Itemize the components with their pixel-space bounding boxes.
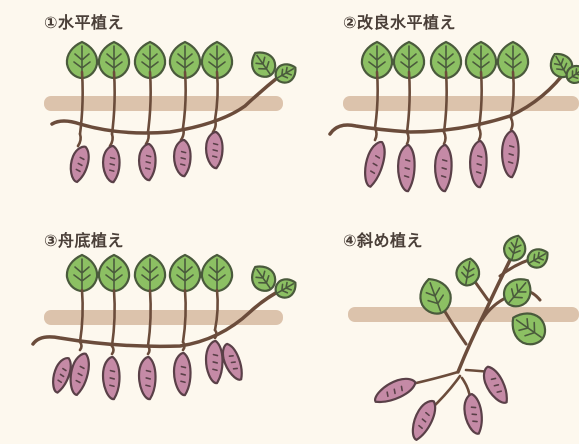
- leaf-boat-1: [67, 255, 97, 291]
- potato-improved-2: [396, 144, 416, 191]
- potato-boat-2: [102, 357, 120, 400]
- potato-horizontal-4: [173, 139, 192, 176]
- potato-stem-horizontal-1: [78, 134, 81, 146]
- root-stem-diagonal-1: [412, 372, 458, 384]
- potato-diagonal-2: [406, 397, 440, 442]
- potato-stem-improved-5: [511, 118, 513, 130]
- potato-stem-boat-4: [183, 342, 185, 350]
- potato-stem-boat-5: [215, 330, 217, 338]
- leaf-horizontal-tip-2: [272, 60, 300, 86]
- soil-band-diagonal: [348, 307, 579, 322]
- potato-stem-boat-3: [148, 346, 150, 354]
- potato-stem-improved-1: [375, 128, 377, 140]
- potato-improved-5: [500, 130, 520, 177]
- leaves: [67, 42, 579, 351]
- potato-stem-horizontal-2: [110, 134, 113, 146]
- potato-stem-boat-2: [112, 346, 114, 354]
- leaf-boat-4: [170, 255, 200, 291]
- potato-improved-3: [433, 144, 453, 191]
- potato-stem-boat-1: [80, 342, 82, 350]
- potato-improved-4: [468, 140, 488, 187]
- leaf-diagonal-6: [524, 245, 552, 271]
- leaf-boat-5: [202, 255, 232, 291]
- potato-boat-4: [173, 353, 191, 396]
- leaf-diagonal-5: [502, 233, 529, 263]
- potato-stem-improved-3: [444, 132, 446, 144]
- potato-diagonal-4: [480, 364, 511, 407]
- potato-horizontal-5: [205, 131, 224, 168]
- potato-boat-3: [138, 357, 156, 400]
- potato-stem-improved-2: [407, 132, 409, 144]
- potato-boat-5: [205, 341, 223, 384]
- potato-stem-improved-4: [479, 128, 481, 140]
- leaf-boat-tip-2: [272, 275, 300, 301]
- potato-horizontal-1: [66, 144, 93, 183]
- potato-horizontal-2: [102, 145, 121, 182]
- potato-diagonal-3: [463, 393, 484, 435]
- leaf-boat-3: [135, 255, 165, 291]
- potato-horizontal-3: [138, 143, 157, 180]
- potato-diagonal-1: [371, 374, 418, 406]
- potato-improved-1: [359, 139, 389, 188]
- soil-layers: [44, 96, 579, 325]
- leaf-boat-2: [99, 255, 129, 291]
